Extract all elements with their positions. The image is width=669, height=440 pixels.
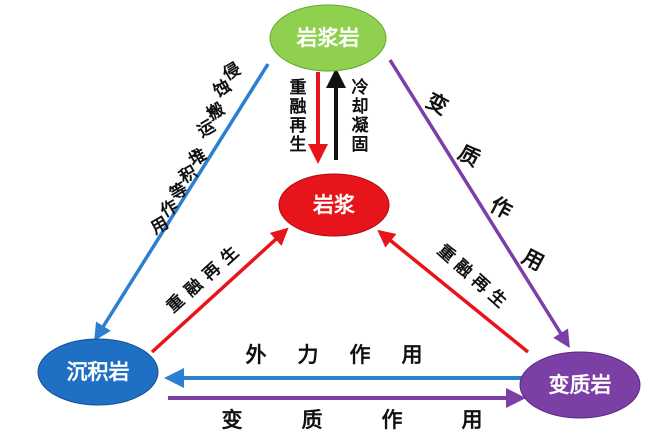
edge-label-char: 融 bbox=[290, 97, 307, 117]
edge-label-char: 冷 bbox=[352, 77, 369, 98]
remelt-right-arrow bbox=[377, 229, 530, 354]
node-metamorphic-label: 变质岩 bbox=[549, 373, 612, 397]
edge-label-char: 作 bbox=[382, 408, 403, 432]
edge-label-char: 变 bbox=[422, 88, 452, 119]
node-magma-label: 岩浆 bbox=[312, 193, 356, 217]
edge-label-char: 融 bbox=[450, 256, 476, 282]
node-igneous-label: 岩浆岩 bbox=[296, 26, 360, 50]
edge-label-char: 再 bbox=[290, 116, 307, 136]
edge-label-char: 生 bbox=[216, 242, 243, 269]
edge-label-char: 却 bbox=[352, 96, 369, 117]
edge-label-meta-bottom: 变质作用 bbox=[222, 408, 483, 432]
edge-label-char: 变 bbox=[222, 408, 243, 432]
node-sedimentary-rock: 沉积岩 bbox=[37, 338, 159, 406]
edge-label-char: 重 bbox=[162, 290, 189, 317]
edge-label-char: 用 bbox=[462, 408, 483, 432]
node-magma-shape bbox=[278, 173, 390, 237]
edge-label-char: 融 bbox=[181, 275, 207, 301]
edge-label-char: 质 bbox=[302, 408, 323, 432]
edge-label-char: 再 bbox=[199, 259, 225, 285]
node-sedimentary-label: 沉积岩 bbox=[67, 360, 130, 384]
meta-right-arrow bbox=[388, 59, 570, 348]
edge-label-char: 再 bbox=[467, 271, 493, 297]
edge-label-char: 生 bbox=[484, 285, 511, 312]
edge-label-char: 外 bbox=[246, 343, 267, 367]
remelt-left-arrow bbox=[150, 227, 289, 354]
node-igneous-shape bbox=[269, 4, 387, 72]
edge-label-char: 固 bbox=[352, 135, 369, 155]
node-metamorphic-rock: 变质岩 bbox=[519, 351, 641, 419]
node-igneous-rock: 岩浆岩 bbox=[269, 4, 387, 72]
erode-arrow bbox=[94, 63, 270, 341]
node-magma: 岩浆 bbox=[278, 173, 390, 237]
edge-label-char: 用 bbox=[402, 343, 423, 367]
edge-label-external: 外力作用 bbox=[246, 343, 423, 367]
edge-label-char: 重 bbox=[290, 77, 307, 98]
node-metamorphic-shape bbox=[519, 351, 641, 419]
edge-label-char: 力 bbox=[298, 343, 319, 367]
node-sedimentary-shape bbox=[37, 338, 159, 406]
edge-label-char: 作 bbox=[350, 343, 371, 367]
edge-label-char: 凝 bbox=[352, 116, 370, 136]
edge-label-char: 生 bbox=[290, 134, 307, 155]
